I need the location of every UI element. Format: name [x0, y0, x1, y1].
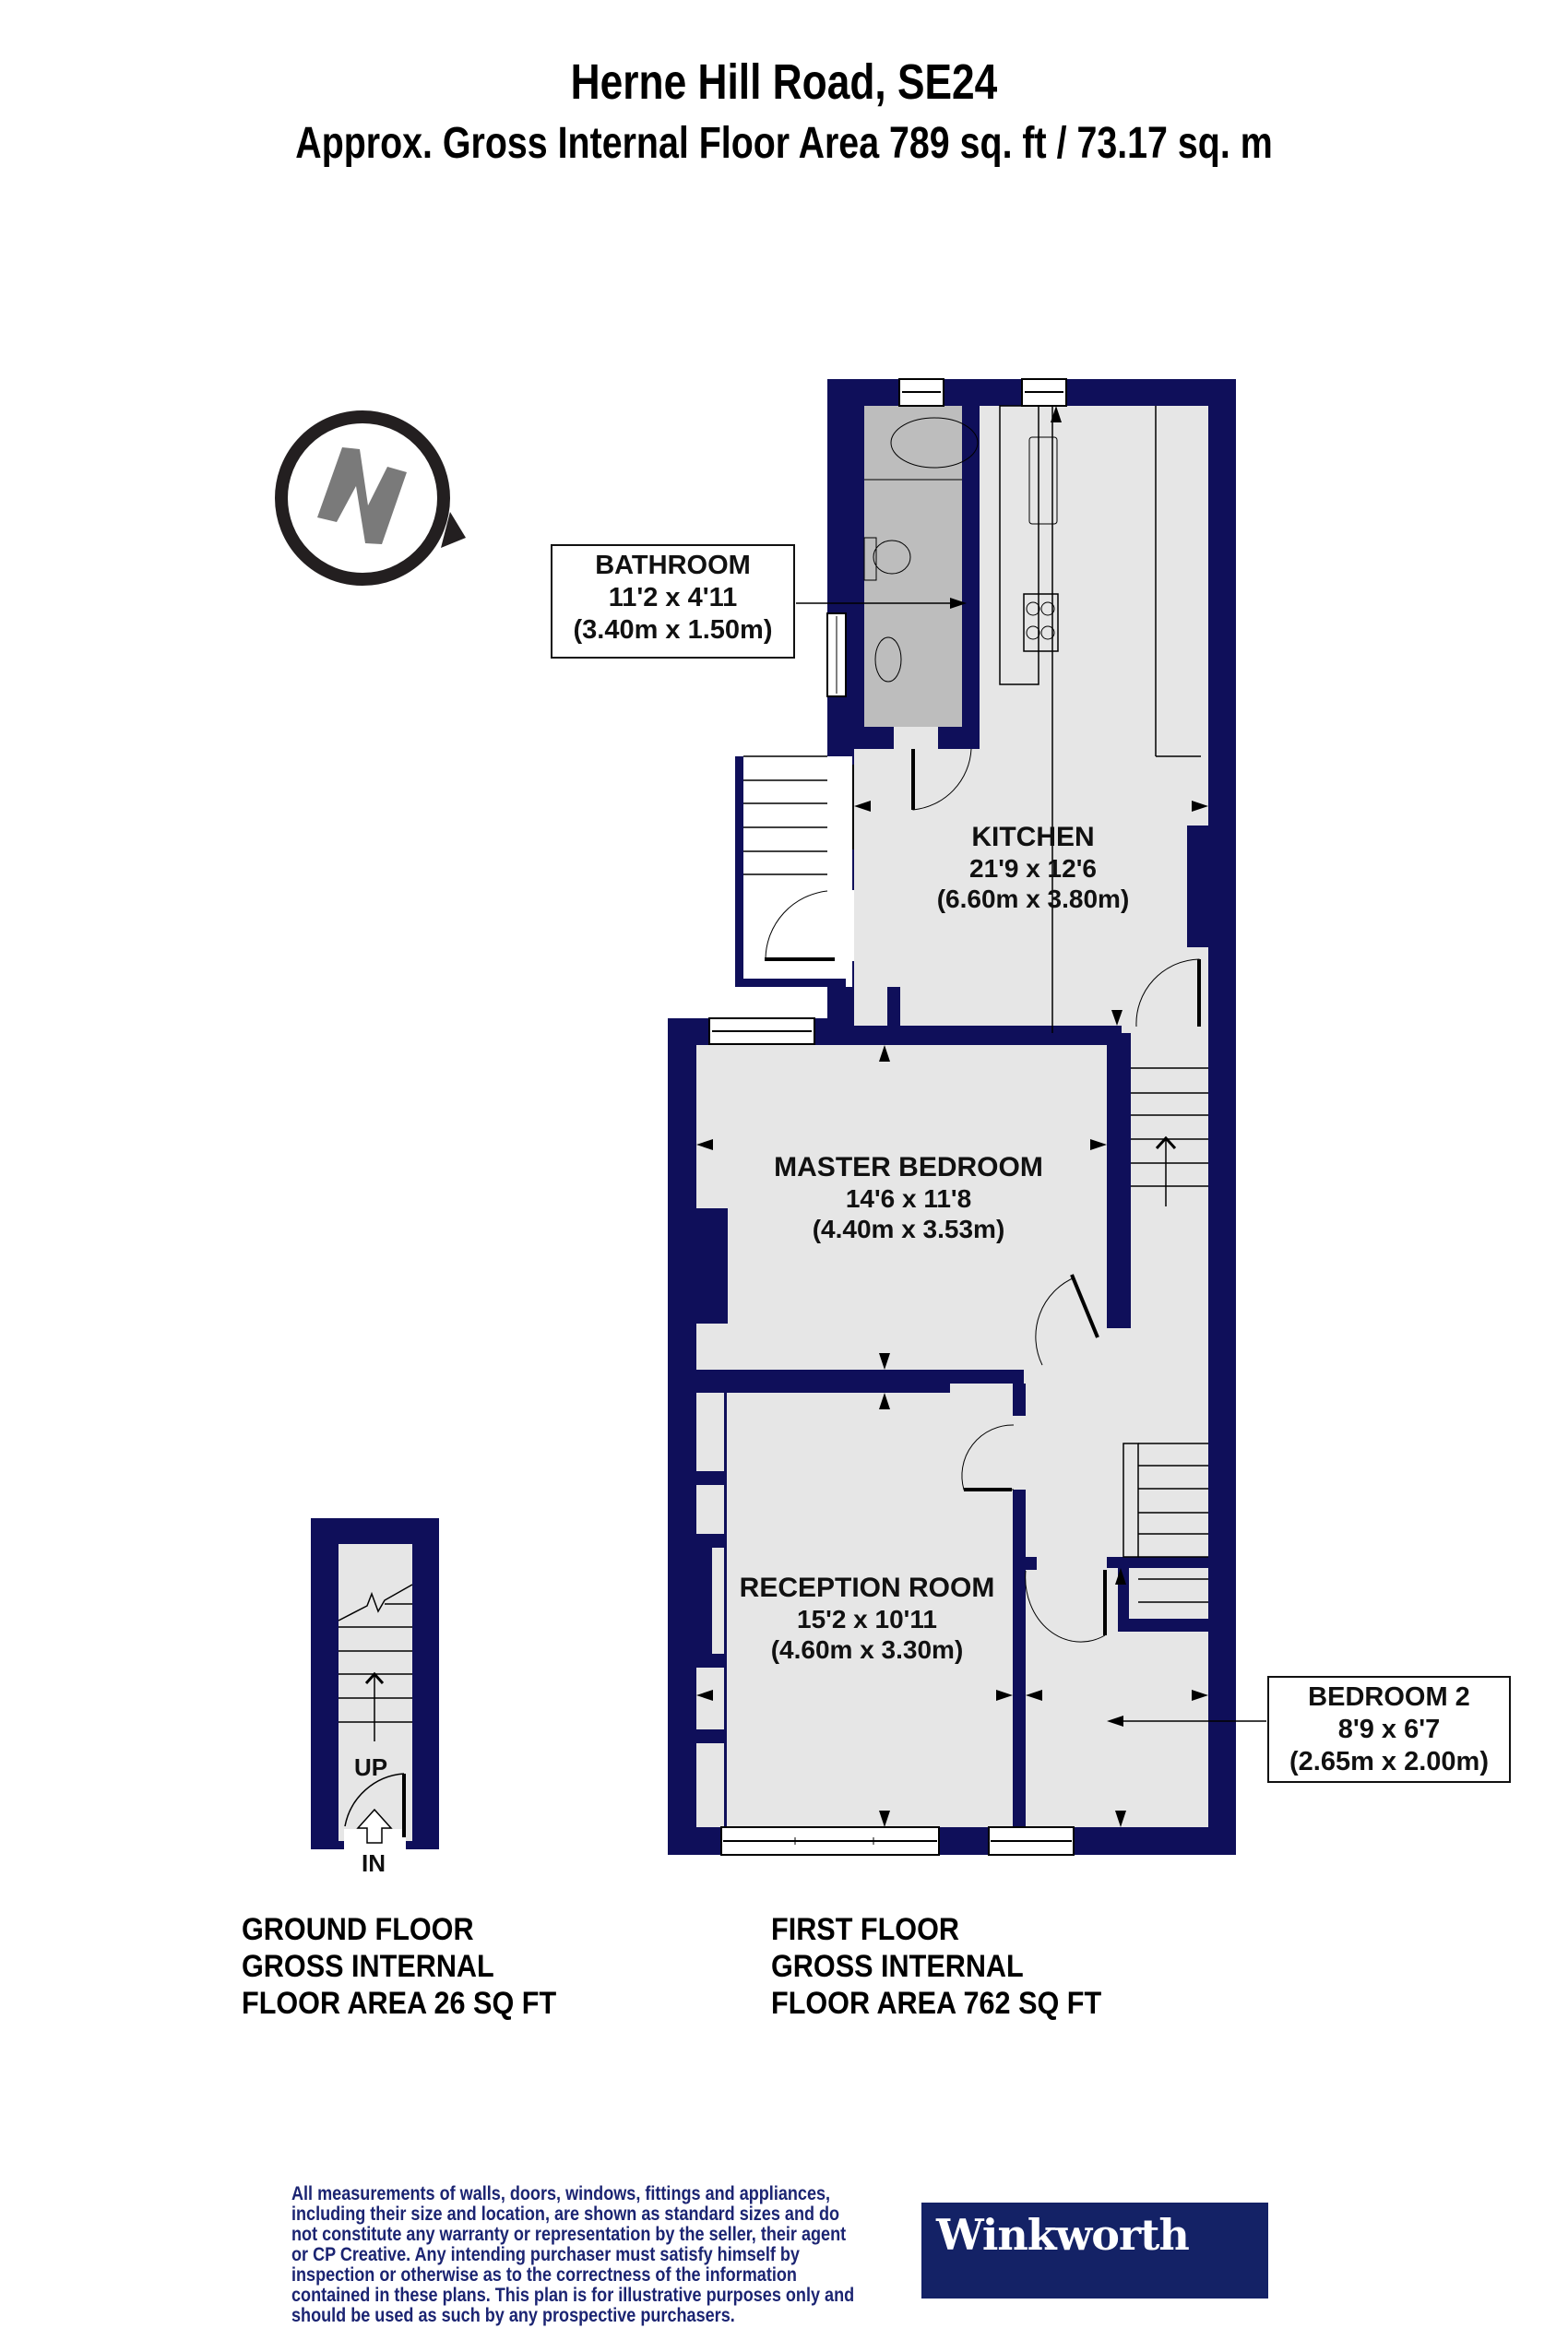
room-name: BATHROOM [595, 551, 751, 580]
logo-text: Winkworth [936, 2210, 1190, 2260]
room-dimensions-imperial: 11'2 x 4'11 [608, 582, 738, 612]
room-name: KITCHEN [971, 822, 1095, 852]
ground-floor-plan [311, 1518, 439, 1849]
room-dimensions-metric: (6.60m x 3.80m) [936, 885, 1130, 914]
room-label-bedroom-2: BEDROOM 2 8'9 x 6'7 (2.65m x 2.00m) [1267, 1676, 1511, 1783]
room-dimensions-metric: (3.40m x 1.50m) [573, 614, 773, 645]
total-floor-area: Approx. Gross Internal Floor Area 789 sq… [295, 119, 1273, 168]
room-label-bathroom: BATHROOM 11'2 x 4'11 (3.40m x 1.50m) [551, 544, 795, 659]
north-compass-icon [275, 410, 466, 586]
ground-floor-caption: GROUND FLOOR GROSS INTERNAL FLOOR AREA 2… [242, 1912, 557, 2021]
first-floor-caption: FIRST FLOOR GROSS INTERNAL FLOOR AREA 76… [771, 1912, 1102, 2021]
room-dimensions-metric: (2.65m x 2.00m) [1289, 1746, 1489, 1776]
property-title: Herne Hill Road, SE24 [570, 54, 998, 110]
entrance-in-label: IN [362, 1849, 386, 1877]
room-label-reception-room: RECEPTION ROOM 15'2 x 10'11 (4.60m x 3.3… [729, 1572, 1005, 1665]
room-dimensions-imperial: 14'6 x 11'8 [845, 1184, 972, 1214]
winkworth-logo: Winkworth [921, 2203, 1268, 2299]
room-dimensions-imperial: 8'9 x 6'7 [1337, 1714, 1441, 1744]
room-dimensions-imperial: 21'9 x 12'6 [969, 854, 1097, 884]
room-label-master-bedroom: MASTER BEDROOM 14'6 x 11'8 (4.40m x 3.53… [733, 1151, 1084, 1244]
room-name: RECEPTION ROOM [739, 1573, 995, 1603]
room-dimensions-metric: (4.40m x 3.53m) [812, 1215, 1005, 1244]
room-name: MASTER BEDROOM [774, 1152, 1043, 1182]
room-label-kitchen: KITCHEN 21'9 x 12'6 (6.60m x 3.80m) [881, 821, 1185, 914]
room-dimensions-imperial: 15'2 x 10'11 [797, 1605, 937, 1634]
room-name: BEDROOM 2 [1308, 1682, 1470, 1712]
disclaimer-text: All measurements of walls, doors, window… [291, 2183, 855, 2326]
room-dimensions-metric: (4.60m x 3.30m) [770, 1635, 964, 1665]
first-floor-plan [668, 378, 1266, 1856]
stair-up-label: UP [354, 1753, 388, 1781]
